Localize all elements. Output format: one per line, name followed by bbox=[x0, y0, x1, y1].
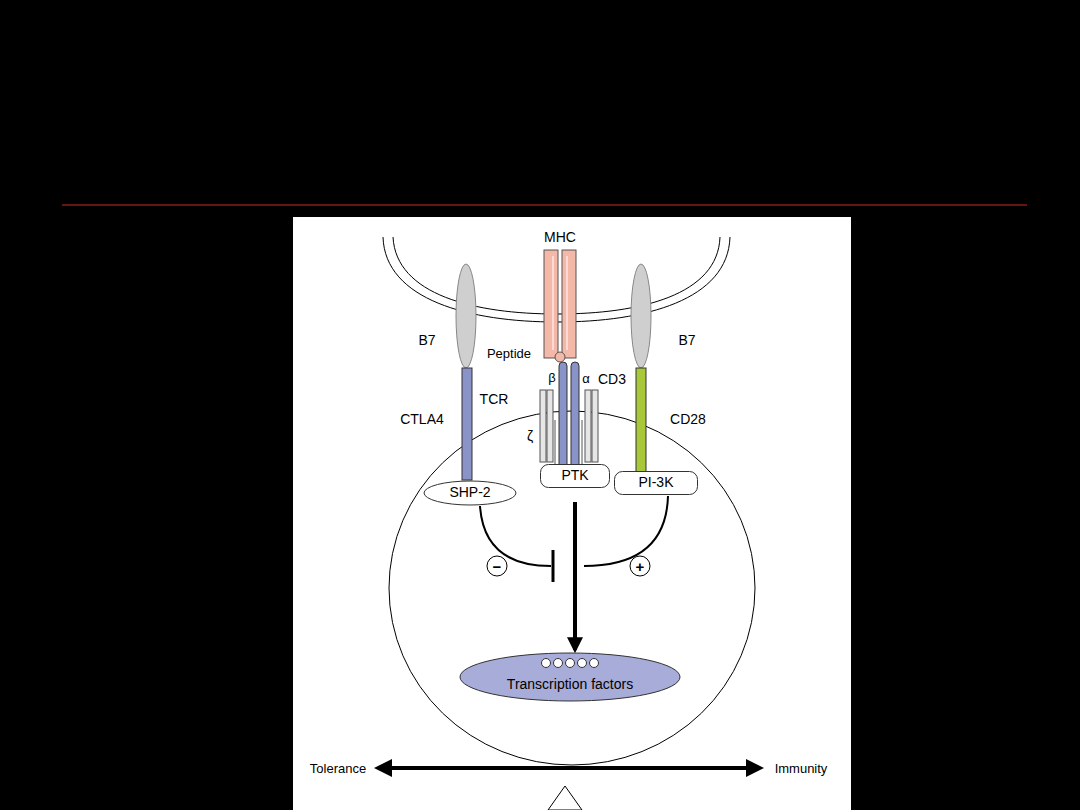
molecule-label: CD28 bbox=[670, 412, 706, 426]
signal-arrow bbox=[573, 502, 577, 650]
molecule-label: CD3 bbox=[598, 372, 626, 386]
stimulatory-signal bbox=[584, 496, 668, 566]
chain-label: ζ bbox=[527, 429, 533, 443]
node-text: Transcription factors bbox=[507, 661, 633, 692]
sign-symbol: − bbox=[493, 559, 502, 574]
minus-sign bbox=[487, 556, 507, 576]
molecule-label: Peptide bbox=[487, 347, 531, 360]
chain-label: β bbox=[548, 371, 555, 384]
axis-label: Tolerance bbox=[310, 762, 366, 775]
molecule-label: B7 bbox=[418, 333, 435, 347]
sign-symbol: + bbox=[636, 559, 645, 574]
molecule-label: MHC bbox=[544, 230, 576, 244]
inhibitory-signal bbox=[480, 506, 551, 566]
tcr-alpha-chain bbox=[571, 362, 579, 470]
chain-label: α bbox=[582, 372, 590, 385]
molecule-label: CTLA4 bbox=[400, 412, 444, 426]
title-rule bbox=[62, 204, 1027, 206]
molecule-label: B7 bbox=[678, 333, 695, 347]
enzyme-ellipse: SHP-2 bbox=[423, 480, 517, 506]
molecule-label: TCR bbox=[480, 392, 509, 406]
inhibition-bar bbox=[552, 550, 555, 582]
mhc-chain bbox=[562, 250, 576, 358]
fulcrum bbox=[548, 786, 582, 810]
ctla4-receptor bbox=[462, 368, 472, 480]
cd3-chains bbox=[540, 390, 598, 462]
t-cell bbox=[389, 411, 755, 765]
plus-sign bbox=[630, 556, 650, 576]
arrowhead bbox=[374, 759, 392, 777]
b7-molecule bbox=[456, 264, 476, 368]
cd28-receptor bbox=[636, 368, 646, 480]
nucleus-ellipse: Transcription factors bbox=[459, 652, 681, 702]
axis-label: Immunity bbox=[775, 762, 828, 775]
node-text: PI-3K bbox=[638, 475, 673, 490]
balance-axis bbox=[388, 766, 750, 770]
peptide bbox=[555, 352, 565, 362]
enzyme-box: PI-3K bbox=[614, 471, 698, 495]
node-text: SHP-2 bbox=[449, 485, 490, 500]
figure-panel bbox=[293, 217, 851, 810]
node-text: PTK bbox=[561, 468, 588, 483]
b7-molecule bbox=[631, 264, 651, 368]
tcr-beta-chain bbox=[559, 362, 567, 470]
arrowhead bbox=[746, 759, 764, 777]
kinase-box: PTK bbox=[540, 464, 610, 488]
mhc-groove bbox=[567, 256, 568, 350]
mhc-groove bbox=[553, 256, 554, 350]
mhc-chain bbox=[544, 250, 558, 358]
